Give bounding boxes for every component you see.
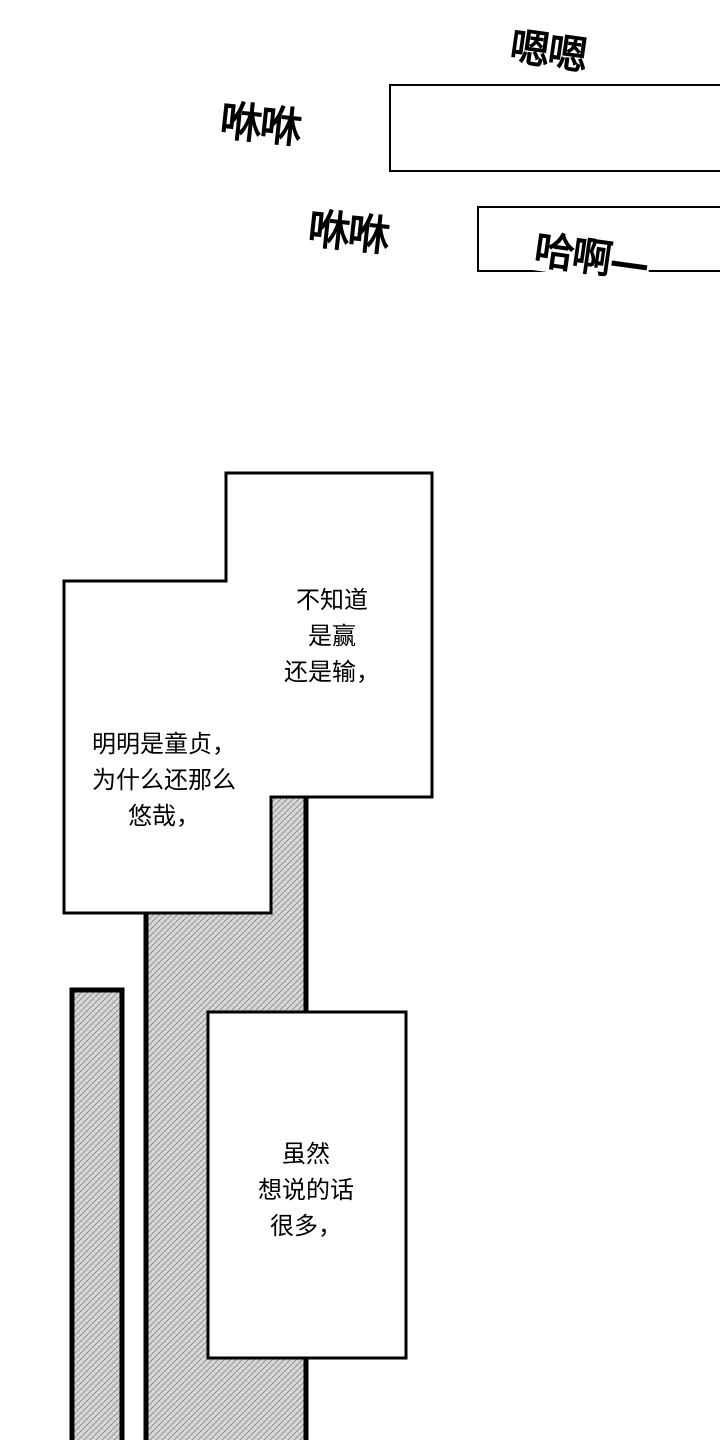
caption-line: 还是输， — [284, 658, 380, 686]
caption-much-to-say: 虽然 想说的话 很多， — [226, 1136, 386, 1244]
caption-box-stepped — [62, 471, 434, 915]
caption-line: 是赢 — [308, 622, 356, 650]
caption-win-or-lose: 不知道 是赢 还是输， — [262, 582, 402, 690]
caption-line: 很多， — [270, 1212, 342, 1240]
caption-line: 为什么还那么 — [92, 766, 236, 794]
caption-line: 虽然 — [282, 1140, 330, 1168]
caption-line: 不知道 — [296, 586, 368, 614]
caption-virgin-relaxed: 明明是童贞， 为什么还那么 悠哉， — [64, 726, 264, 834]
caption-line: 想说的话 — [258, 1176, 354, 1204]
caption-box-lower — [206, 1010, 408, 1360]
top-panel-right — [389, 84, 720, 172]
screentone-strip-left — [69, 987, 125, 1440]
caption-line: 悠哉， — [128, 802, 200, 830]
caption-line: 明明是童贞， — [92, 730, 236, 758]
